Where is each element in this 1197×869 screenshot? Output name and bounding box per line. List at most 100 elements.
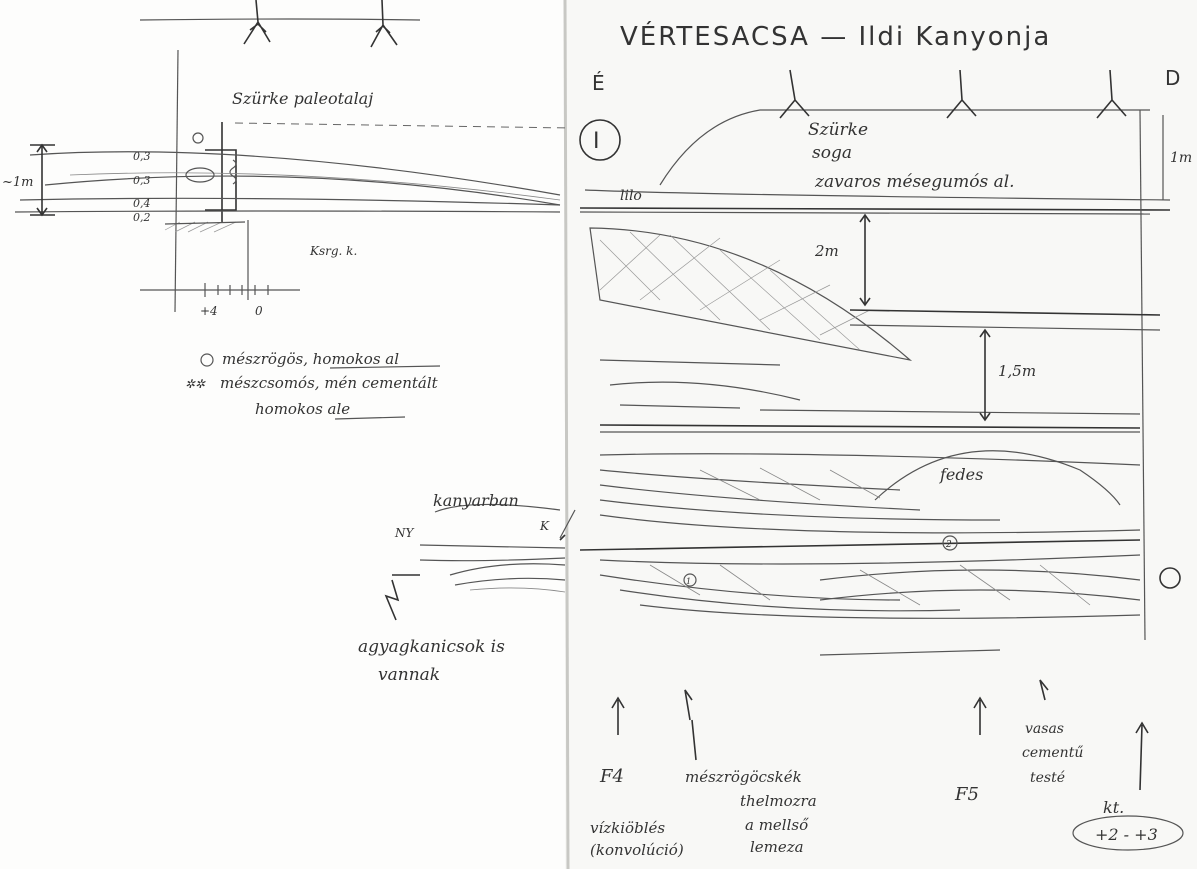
stratum (69, 172, 561, 201)
note-text: agyagkanicsok is (358, 637, 505, 657)
south-label: D (1165, 66, 1180, 90)
page-title: VÉRTESACSA — Ildi Kanyonja (620, 20, 1051, 52)
stratum (584, 189, 1171, 201)
tree-icon (779, 69, 810, 119)
dim-1-5m (979, 328, 991, 422)
tick-label: 0,3 (133, 150, 151, 163)
surface-line (659, 109, 1150, 186)
section-column (1139, 109, 1146, 641)
stratum (29, 151, 561, 196)
label-szurke: Szürke (808, 120, 868, 140)
zigzag-arrow-icon (1039, 679, 1049, 701)
stratum (849, 309, 1161, 316)
label-kt: kt. (1103, 798, 1124, 817)
stratum (19, 197, 561, 206)
unit-circle (579, 119, 621, 161)
tree-icon (946, 69, 977, 119)
underline (434, 503, 561, 513)
range-ellipse (1072, 815, 1184, 851)
stratum (44, 175, 561, 206)
label-vizki: vízkiöblés (590, 819, 665, 837)
stratum (849, 324, 1161, 331)
marker-2-label: 2 (945, 540, 952, 550)
crosshatch-lens (589, 227, 913, 362)
cross-label: Ksrg. k. (309, 244, 357, 258)
label-vasas: testé (1030, 770, 1065, 786)
stratum (14, 210, 561, 213)
label-1-5m: 1,5m (998, 362, 1036, 380)
label-soga: soga (812, 143, 852, 163)
left-section: Szürke paleotalaj ~1m 0,3 0,3 0,4 0,2 Ks… (2, 0, 576, 685)
bend-section (384, 509, 576, 621)
label-meszrog: mészrögöcskék (685, 768, 802, 786)
west-label: NY (394, 526, 415, 540)
marker-1-label: 1 (686, 577, 691, 586)
tree-icon (370, 0, 398, 48)
label-meszrog: a mellső (745, 816, 809, 834)
arrow-up-icon (1135, 721, 1149, 791)
thickness-label: ~1m (2, 175, 34, 190)
stratum (759, 409, 1141, 415)
asterisk-symbol-icon (1159, 567, 1181, 589)
bend-label: kanyarban (433, 491, 519, 510)
scale-bar (140, 220, 300, 300)
label-zavaros: zavaros mésegumós al. (814, 172, 1015, 192)
legend-text: mészcsomós, mén cementált (220, 374, 439, 392)
cross-bedding (579, 453, 1141, 656)
underline (329, 365, 441, 369)
north-label: É (592, 71, 605, 95)
tree-icon (1096, 69, 1127, 119)
stratum (619, 404, 741, 409)
label-meszrog: thelmozra (740, 792, 817, 810)
mound (874, 450, 1121, 506)
paleosol-label: Szürke paleotalaj (232, 89, 373, 108)
legend-text: homokos ale (255, 400, 350, 418)
label-1m: 1m (1170, 150, 1192, 166)
label-f5: F5 (954, 784, 979, 805)
asterisk-symbol-icon (192, 132, 204, 144)
vertical-axis (174, 49, 179, 313)
label-lencse: lilo (620, 188, 642, 204)
unit-label: I (593, 129, 600, 154)
tick-label: 0,3 (133, 174, 151, 187)
arrow-up-icon (611, 696, 625, 735)
label-vasas: cementű (1022, 745, 1083, 761)
legend-text: mészrögös, homokos al (222, 350, 399, 368)
arrow-up-icon (973, 696, 987, 735)
label-2m: 2m (814, 242, 839, 260)
tick-label: 0,2 (133, 211, 151, 224)
stratum (579, 211, 1151, 215)
label-fedes: fedes (939, 465, 983, 484)
left-page (0, 0, 565, 869)
label-meszrog: lemeza (750, 838, 804, 856)
underline (334, 416, 406, 420)
marker-1 (683, 573, 697, 587)
tree-icon (243, 0, 271, 45)
column-bump (229, 159, 237, 185)
scale-label: 0 (255, 304, 263, 318)
hatched-block (164, 221, 246, 233)
stratum (609, 381, 801, 401)
zigzag-arrow-icon (684, 689, 697, 761)
label-range: +2 - +3 (1095, 825, 1158, 844)
double-asterisk-symbol-icon (185, 167, 215, 183)
east-label: K (539, 519, 550, 533)
legend-double-symbol-icon: ✲✲ (185, 377, 206, 391)
stratum (599, 359, 781, 366)
spine (563, 0, 570, 869)
stratum (599, 424, 1141, 429)
tick-label: 0,4 (133, 197, 151, 210)
thickness-bracket (30, 143, 55, 217)
legend-single-icon (200, 353, 214, 367)
right-page (565, 0, 1197, 869)
label-f4: F4 (599, 766, 624, 787)
dim-2m (859, 213, 871, 307)
ground-line (139, 18, 421, 21)
label-konvol: (konvolúció) (590, 841, 684, 859)
marker-2 (942, 535, 958, 551)
label-vasas: vasas (1025, 721, 1064, 737)
note-text: vannak (378, 665, 440, 685)
stratum (579, 207, 1171, 211)
